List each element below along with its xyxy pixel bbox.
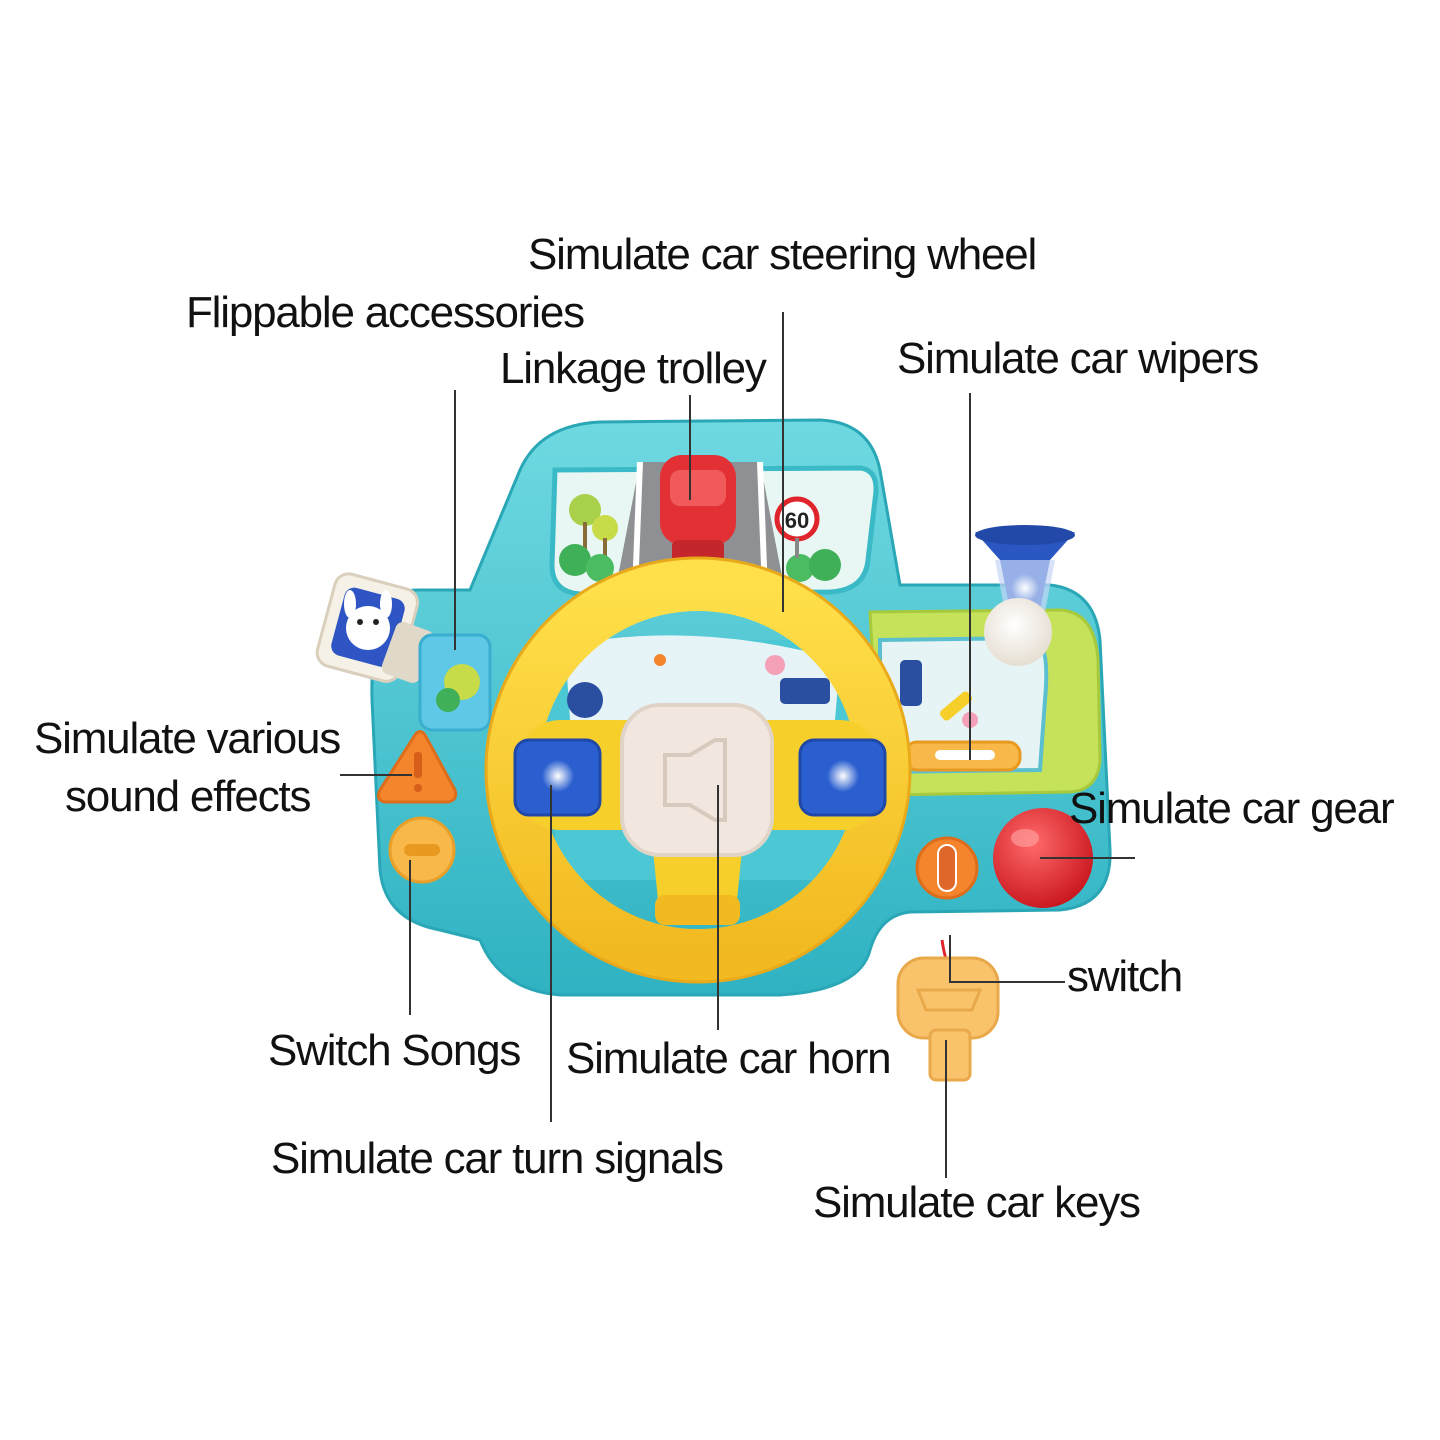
switch-songs-button (388, 816, 456, 884)
label-flippable-accessories: Flippable accessories (186, 288, 585, 337)
label-horn: Simulate car horn (566, 1034, 892, 1083)
label-gear: Simulate car gear (1069, 784, 1395, 833)
label-switch: switch (1067, 952, 1183, 1001)
label-steering-wheel: Simulate car steering wheel (528, 230, 1037, 279)
label-turn-signals: Simulate car turn signals (271, 1134, 724, 1183)
speed-sign-text: 60 (785, 508, 809, 533)
label-sound-effects-line2: sound effects (65, 772, 312, 822)
leader-lines (340, 312, 1135, 1178)
lamp-bulb (975, 525, 1075, 666)
label-sound-effects-line1: Simulate various (34, 714, 341, 763)
label-wipers: Simulate car wipers (897, 334, 1259, 383)
car-key (896, 939, 1000, 1082)
steering-wheel (484, 556, 912, 984)
switch-knob (915, 836, 979, 900)
leader-switch (949, 935, 1065, 983)
label-linkage-trolley: Linkage trolley (500, 344, 767, 393)
label-switch-songs: Switch Songs (268, 1026, 521, 1075)
label-sound-effects: Simulate various sound effects (34, 710, 341, 826)
flippable-accessories (315, 572, 492, 732)
wiper-panel (868, 608, 1102, 797)
sound-effects-button (376, 730, 458, 804)
label-car-keys: Simulate car keys (813, 1178, 1141, 1227)
